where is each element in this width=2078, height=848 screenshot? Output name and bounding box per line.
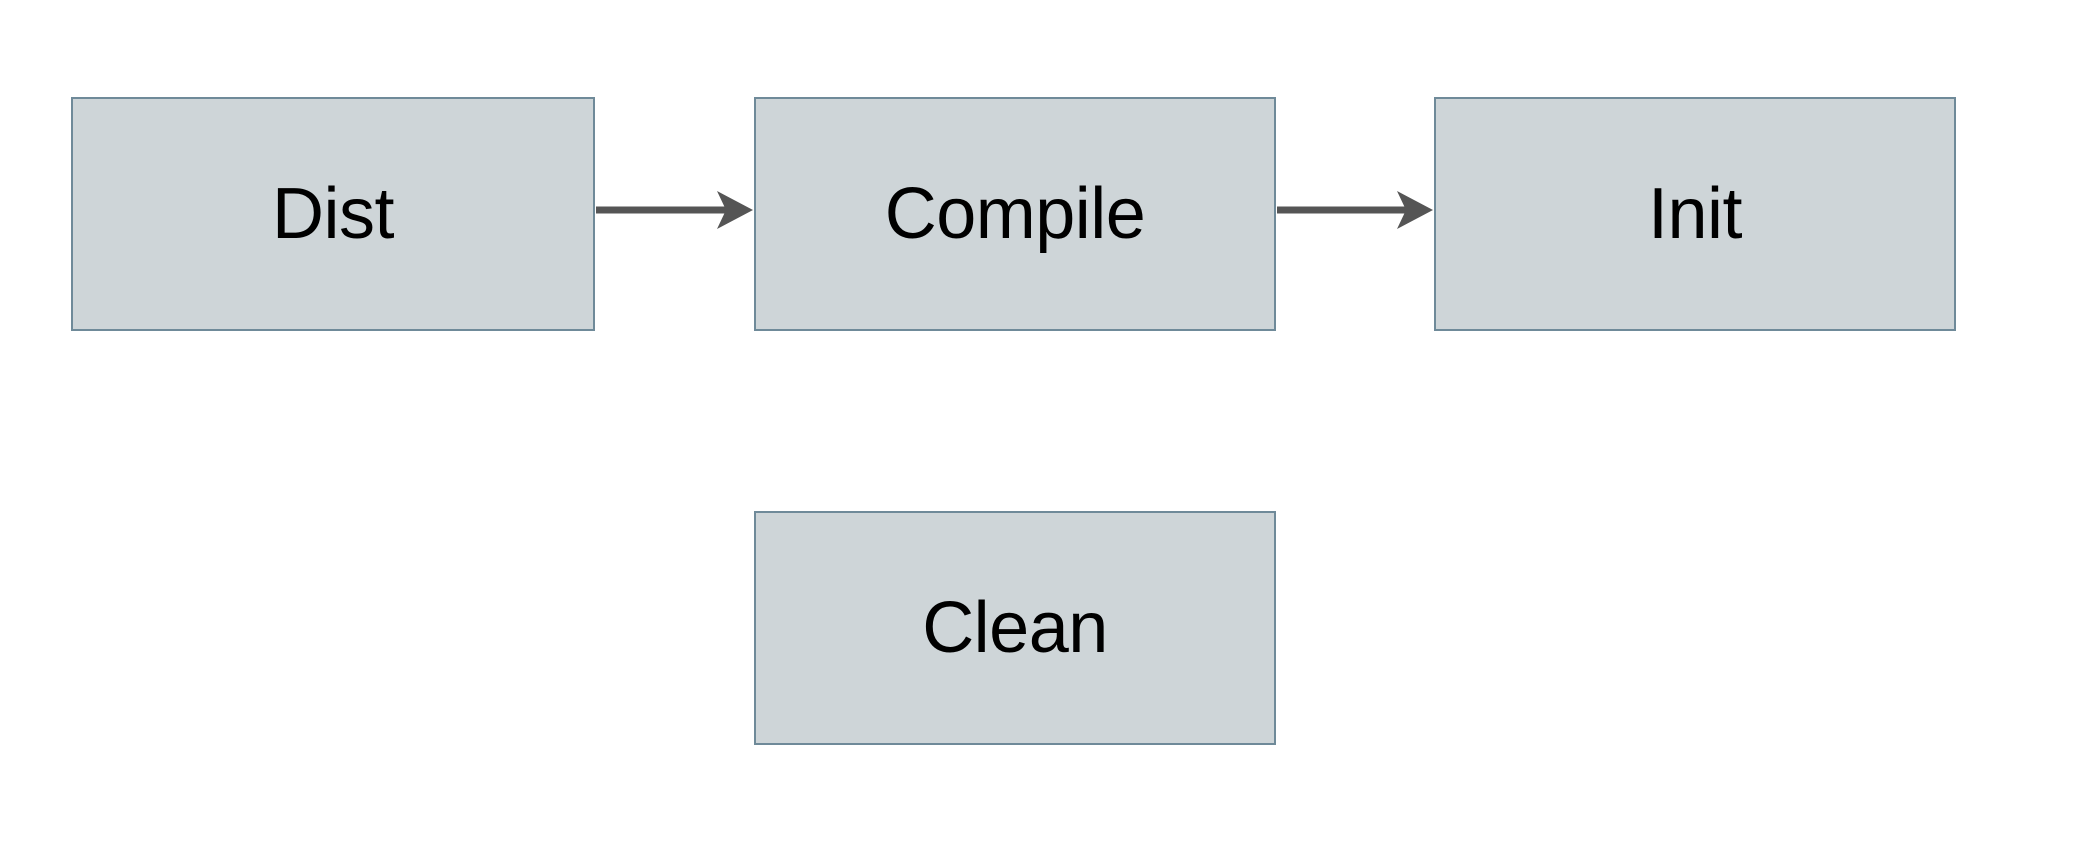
arrowhead-icon — [717, 191, 753, 229]
node-label-init: Init — [1647, 174, 1743, 254]
node-init[interactable]: Init — [1434, 97, 1956, 331]
node-compile[interactable]: Compile — [754, 97, 1276, 331]
node-label-compile: Compile — [884, 174, 1146, 254]
arrowhead-icon — [1397, 191, 1433, 229]
edge-compile-to-init — [1277, 191, 1433, 229]
node-label-dist: Dist — [272, 174, 395, 254]
node-dist[interactable]: Dist — [71, 97, 595, 331]
edge-dist-to-compile — [596, 191, 753, 229]
node-label-clean: Clean — [922, 588, 1108, 668]
node-clean[interactable]: Clean — [754, 511, 1276, 745]
